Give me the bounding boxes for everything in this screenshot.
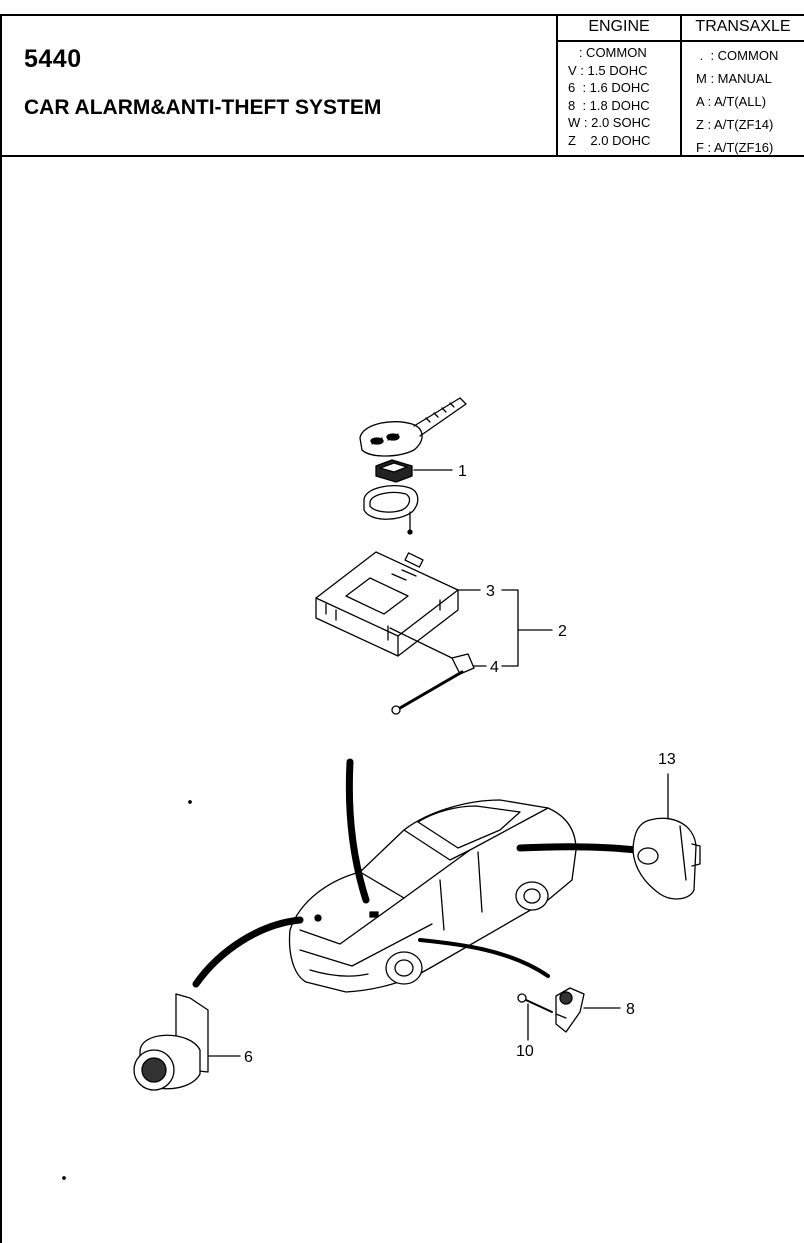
arc-to-switch [418,938,550,978]
arc-to-module [345,758,370,904]
transaxle-code: . : COMMON [696,48,779,63]
callout-6: 6 [244,1049,253,1066]
engine-code: W : 2.0 SOHC [568,115,651,131]
engine-heading: ENGINE [588,18,650,35]
callout-3: 3 [486,583,495,600]
engine-code: 8 : 1.8 DOHC [568,97,650,113]
header-top-rule [0,14,804,16]
transaxle-code: F : A/T(ZF16) [696,140,774,155]
car-icon [288,799,577,993]
leader-2 [501,589,553,667]
engine-codes-list: : COMMON V : 1.5 DOHC 6 : 1.6 DOHC 8 : 1… [568,44,650,150]
arc-to-led [516,843,640,854]
callout-1: 1 [458,463,467,480]
callout-8: 8 [626,1001,635,1018]
arc-to-siren [192,916,304,988]
engine-code: 6 : 1.6 DOHC [568,80,650,96]
callout-4: 4 [490,659,499,676]
alarm-module-icon [315,551,459,657]
part-number: 5440 [24,45,82,73]
remote-key-icon [359,397,467,457]
left-border [0,14,2,1243]
applicability-table: ENGINE TRANSAXLE : COMMON V : 1.5 DOHC 6… [556,16,804,155]
callout-2: 2 [558,623,567,640]
callout-13: 13 [658,751,676,768]
transaxle-codes-list: . : COMMON M : MANUAL A : A/T(ALL) Z : A… [696,44,778,159]
hood-switch-icon [555,987,585,1033]
engine-code: Z 2.0 DOHC [568,132,651,148]
transaxle-heading: TRANSAXLE [695,18,791,35]
siren-icon [133,993,209,1091]
transaxle-code: Z : A/T(ZF14) [696,117,774,132]
table-left-rule [556,16,558,155]
callout-10: 10 [516,1043,534,1060]
remote-case-icon [363,485,419,535]
antenna-icon [389,627,475,715]
transmitter-board-icon [375,459,413,483]
indicator-led-icon [632,817,701,900]
table-head-rule [556,40,804,42]
header-bottom-rule [0,155,804,157]
page-title: CAR ALARM&ANTI-THEFT SYSTEM [24,96,382,119]
engine-code: V : 1.5 DOHC [568,62,648,78]
engine-code: : COMMON [568,45,647,60]
bolt-icon [517,993,553,1013]
transaxle-code: A : A/T(ALL) [696,94,767,109]
table-mid-rule [680,16,682,155]
transaxle-code: M : MANUAL [696,71,772,86]
